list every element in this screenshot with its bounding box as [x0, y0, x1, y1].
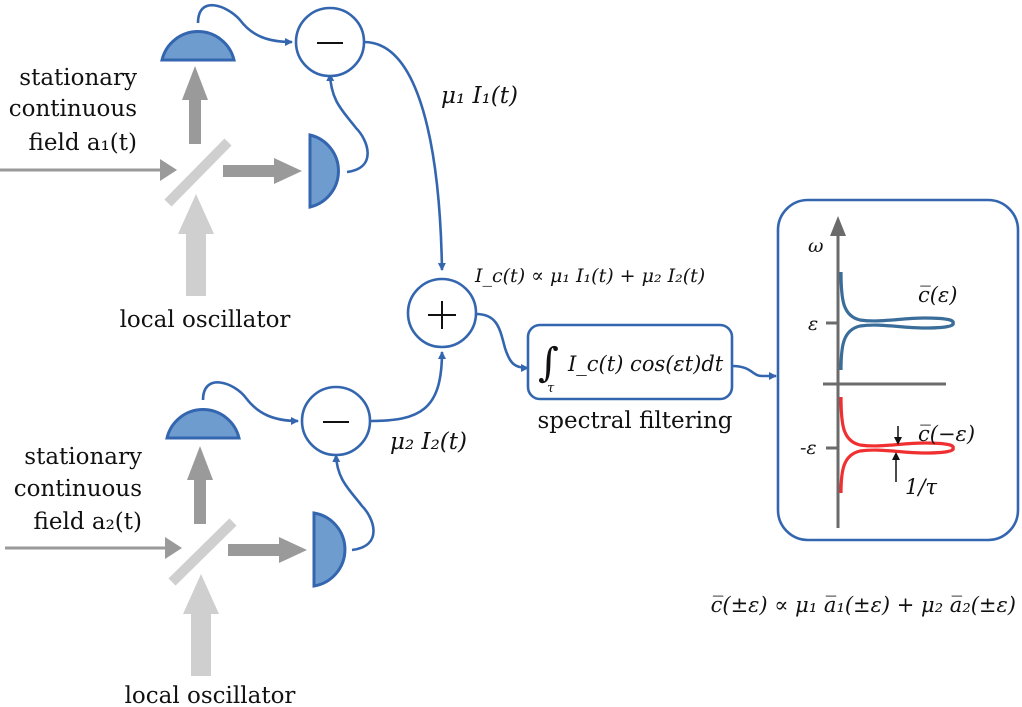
spectral-line-neg	[839, 396, 955, 494]
beam-splitter-1	[164, 138, 232, 207]
filter-box	[526, 323, 734, 401]
wire-current-1	[363, 40, 446, 271]
integral-icon: ∫	[538, 340, 559, 386]
lo-arrow-2	[183, 574, 219, 614]
integral-subscript: τ	[547, 381, 555, 396]
lo-label-2: local oscillator	[125, 683, 296, 707]
lo-arrow-1	[178, 194, 214, 234]
transmitted-beam-right-2	[228, 544, 280, 556]
spectrum-panel: ω ε -ε c̅(ε) c̅(−ε) 1/τ	[776, 198, 1020, 542]
beam-splitter-2	[168, 518, 237, 586]
photodetector-top-2	[165, 408, 241, 440]
reflected-arrow-up-2	[187, 446, 213, 480]
input-label-2-line1: stationary	[24, 444, 142, 470]
lower-arm: stationary continuous field a₂(t) local …	[5, 351, 467, 707]
photodetector-right-2	[312, 511, 347, 588]
current-label-1: μ₁ I₁(t)	[441, 83, 518, 109]
lo-beam-2	[191, 612, 211, 676]
reflected-arrow-up-1	[182, 66, 208, 100]
filter-expression: I_c(t) cos(εt)dt	[567, 352, 724, 376]
filter-caption: spectral filtering	[537, 408, 732, 434]
tick-label-pos: ε	[808, 313, 818, 335]
input-label-1-line3: field a₁(t)	[29, 130, 137, 156]
lo-beam-1	[186, 232, 206, 296]
width-label: 1/τ	[905, 475, 937, 499]
current-label-2: μ₂ I₂(t)	[390, 429, 467, 455]
photodetector-top-1	[160, 30, 236, 62]
omega-label: ω	[808, 235, 824, 257]
transmitted-arrow-right-1	[274, 158, 302, 184]
wire-top-detector-1	[196, 3, 293, 46]
reflected-beam-up-1	[189, 100, 201, 144]
input-label-1-line2: continuous	[9, 96, 137, 122]
lo-label-1: local oscillator	[120, 307, 291, 333]
wire-right-detector-1	[326, 73, 369, 174]
wire-to-spectrum	[731, 364, 777, 380]
input-label-2-line3: field a₂(t)	[34, 509, 142, 535]
transmitted-beam-right-1	[223, 165, 275, 177]
omega-axis-arrow	[830, 216, 846, 236]
input-label-1-line1: stationary	[19, 65, 137, 91]
wire-current-2	[369, 351, 446, 423]
spectral-filter: ∫ τ I_c(t) cos(εt)dt spectral filtering	[526, 323, 777, 434]
peak-label-neg: c̅(−ε)	[918, 422, 975, 446]
photodetector-right-1	[308, 133, 340, 209]
tick-label-neg: -ε	[800, 437, 817, 459]
result-equation: c̅(±ε) ∝ μ₁ a̅₁(±ε) + μ₂ a̅₂(±ε)	[711, 593, 1016, 617]
input-label-2-line2: continuous	[14, 476, 142, 502]
wire-right-detector-2	[332, 454, 375, 552]
upper-arm: stationary continuous field a₁(t) local …	[0, 3, 518, 333]
signal-arrow-1	[160, 159, 177, 181]
wire-top-detector-2	[201, 381, 299, 425]
transmitted-arrow-right-2	[279, 537, 307, 563]
combined-current-equation: I_c(t) ∝ μ₁ I₁(t) + μ₂ I₂(t)	[474, 265, 705, 287]
signal-arrow-2	[165, 537, 182, 559]
combiner: I_c(t) ∝ μ₁ I₁(t) + μ₂ I₂(t)	[406, 265, 705, 372]
reflected-beam-up-2	[194, 480, 206, 524]
peak-label-pos: c̅(ε)	[918, 283, 957, 307]
wire-to-filter	[475, 312, 529, 372]
spectral-line-pos	[839, 271, 955, 371]
